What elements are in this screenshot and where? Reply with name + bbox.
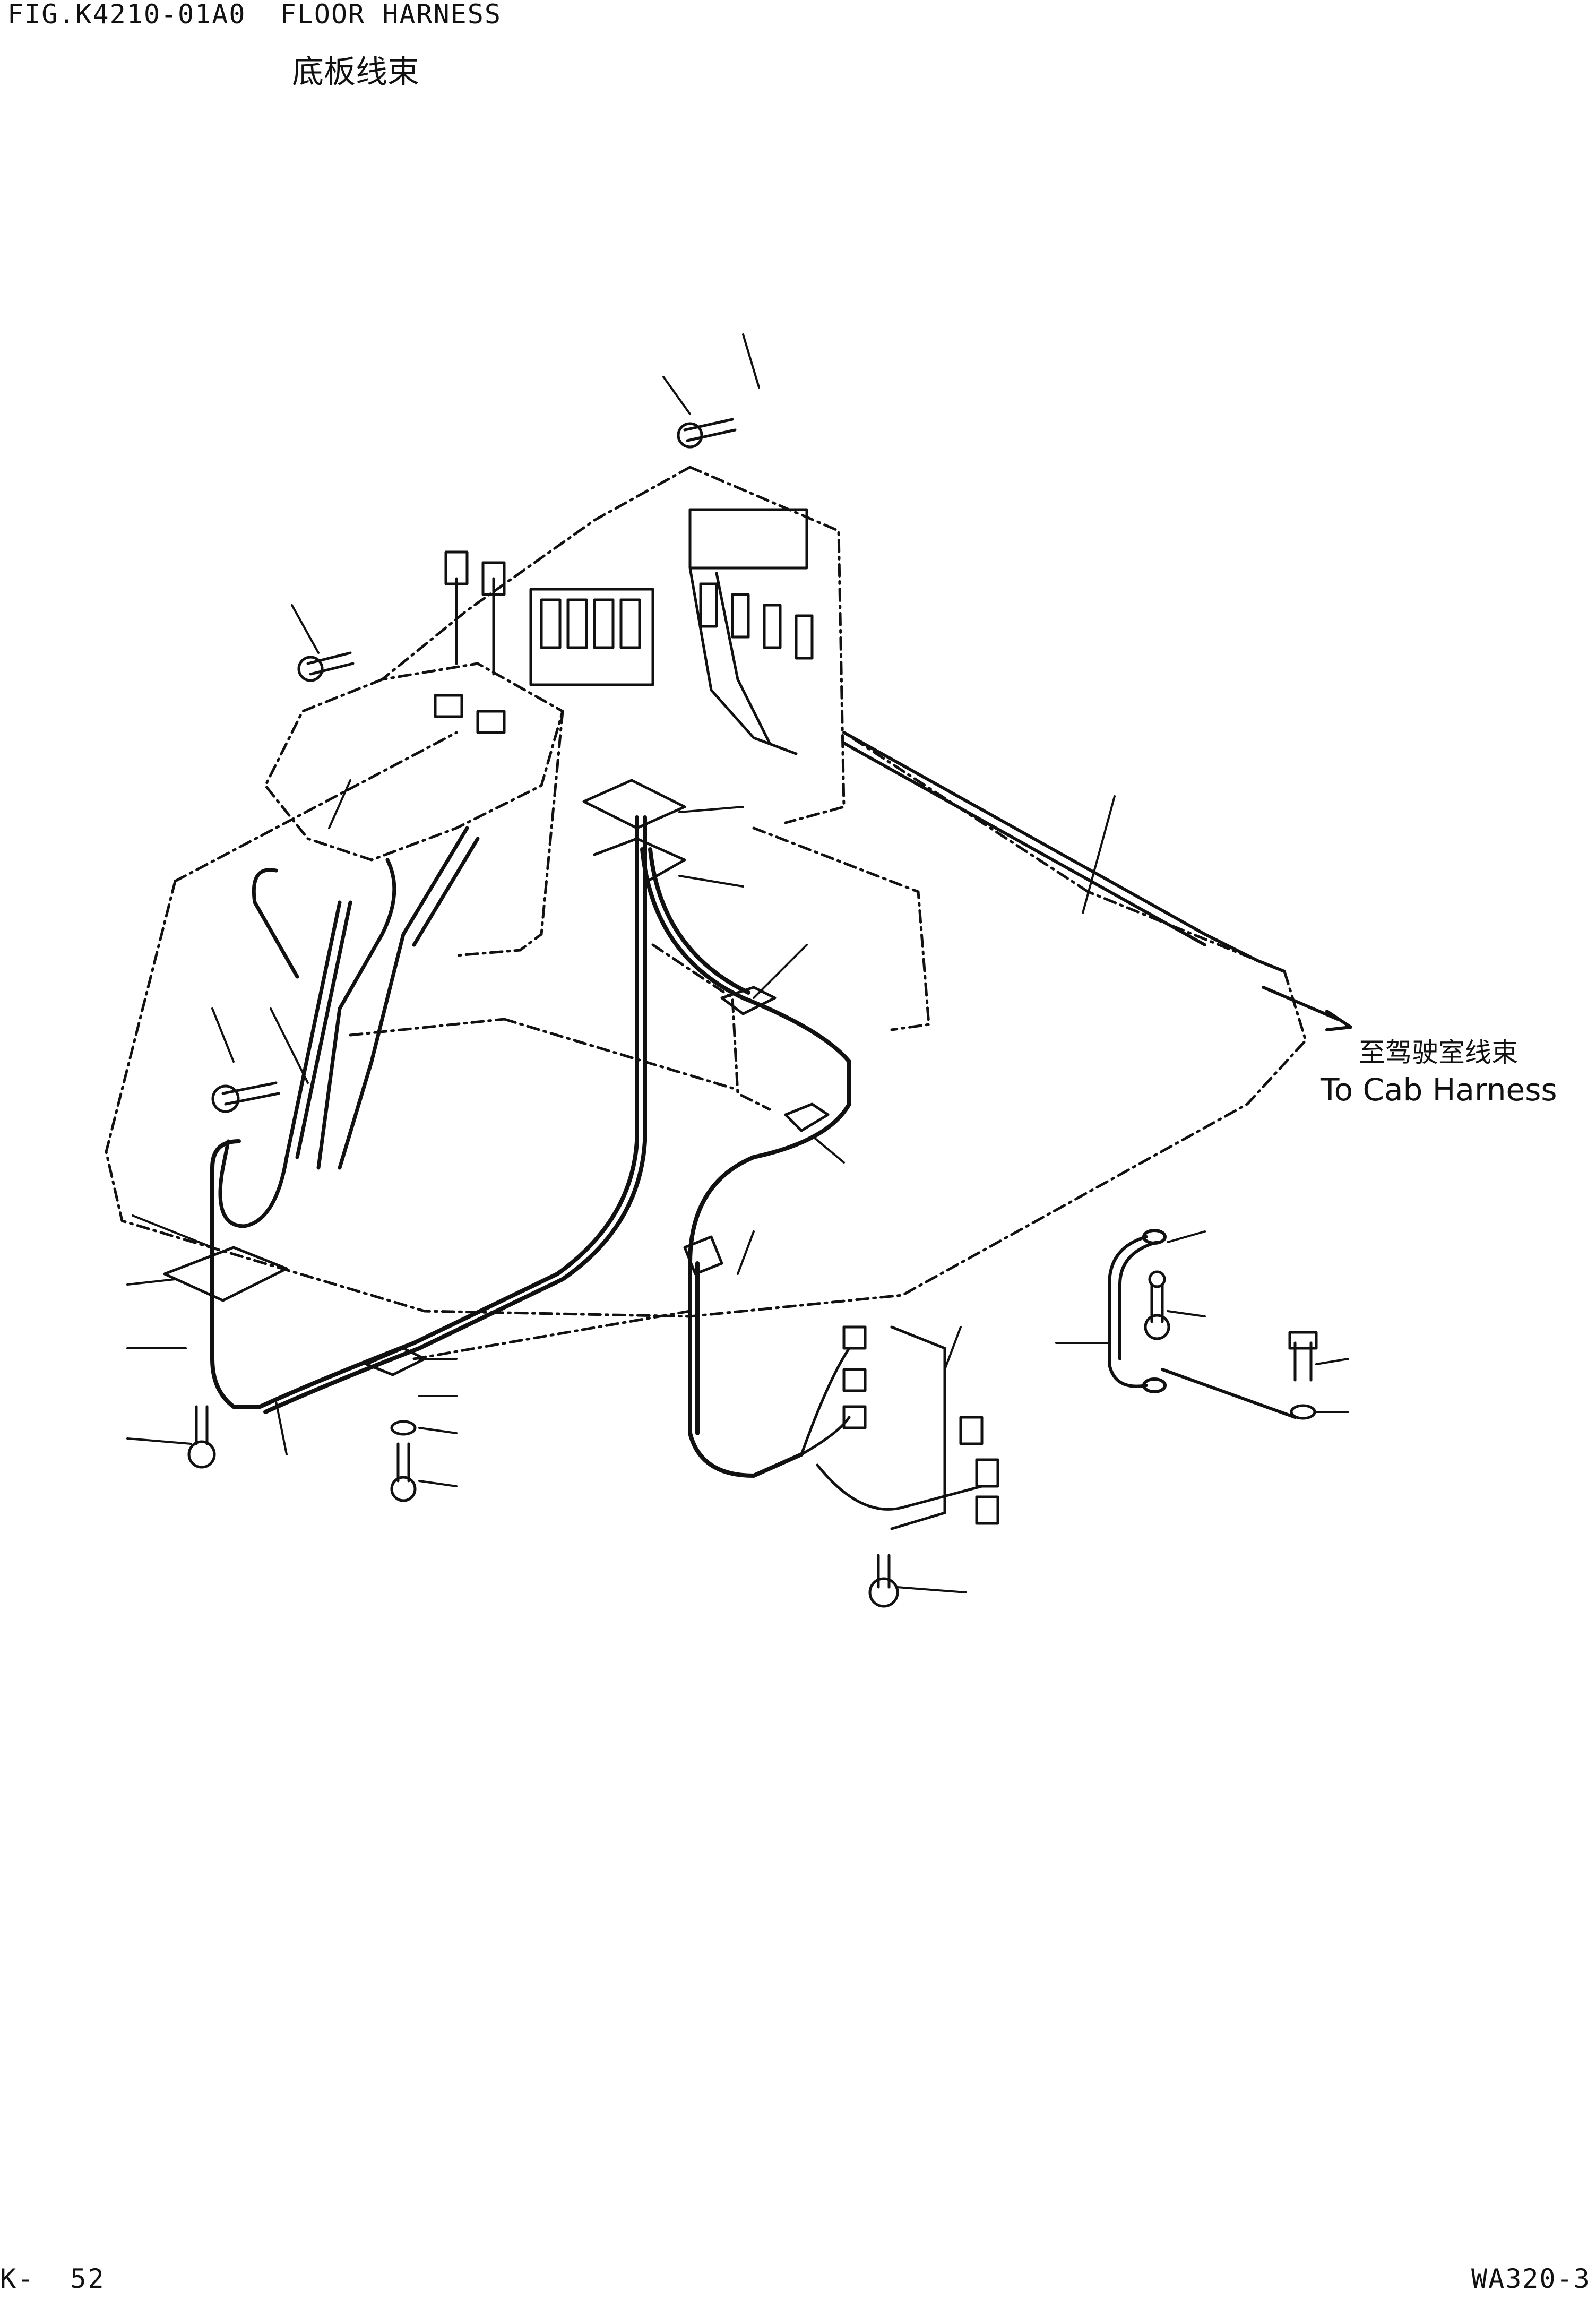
bolt-top-center (677, 418, 737, 449)
bolt-lower-left (187, 1405, 216, 1469)
figure-title-chinese: 底板线束 (292, 54, 419, 91)
console-block-outline (264, 466, 930, 1111)
main-harness (210, 815, 851, 1478)
bolt-hardware (187, 418, 1318, 1608)
fuse-block (434, 508, 814, 755)
left-side-harness (218, 826, 480, 1228)
bolt-left-mid (211, 1081, 280, 1113)
bolt-far-right (1288, 1331, 1318, 1420)
cab-harness-run (842, 731, 1352, 1031)
bolt-bottom-center (868, 1554, 899, 1608)
page-number: K- 52 (0, 2263, 106, 2294)
bolt-top-left (297, 651, 355, 682)
figure-title: FIG.K4210-01A0 FLOOR HARNESS (7, 0, 502, 30)
to-cab-harness-label: To Cab Harness (1321, 1072, 1557, 1108)
leader-lines (126, 333, 1349, 1593)
to-cab-harness-label-chinese: 至驾驶室线束 (1359, 1037, 1518, 1068)
lower-connector-cluster (800, 1325, 999, 1530)
bolt-right-strap (1144, 1270, 1170, 1340)
ground-strap (1108, 1229, 1297, 1419)
bolt-lower-mid (390, 1420, 417, 1502)
model-code: WA320-3 (1471, 2263, 1591, 2294)
